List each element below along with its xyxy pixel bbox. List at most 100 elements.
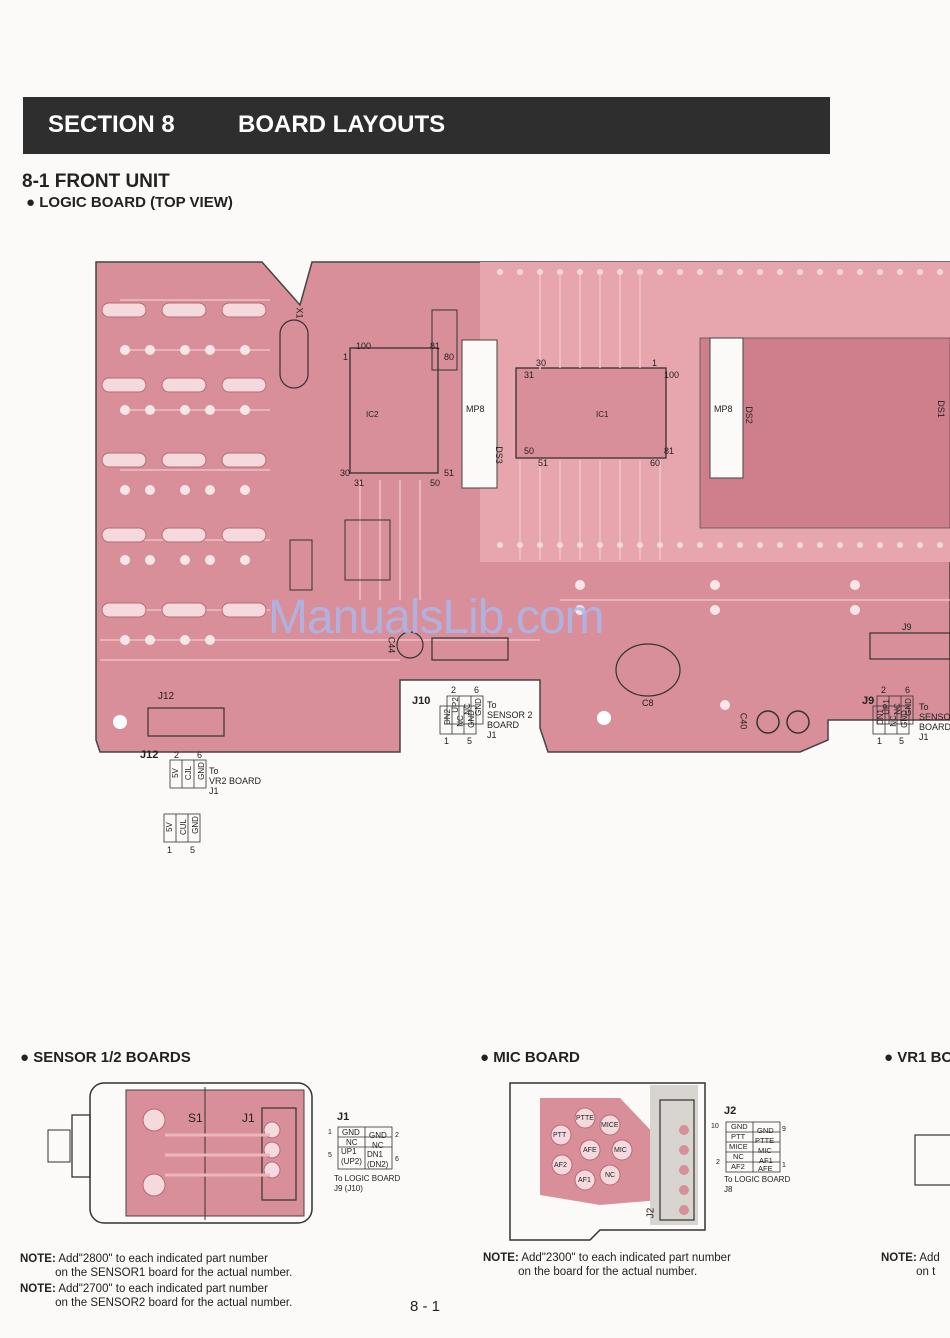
ref-ds3: DS3 (493, 446, 504, 464)
sensor-boards-title: ● SENSOR 1/2 BOARDS (20, 1049, 191, 1066)
j9-dest: ToSENSORBOARDJ1 (919, 702, 950, 742)
sensor-note-2: NOTE: Add"2700" to each indicated part n… (20, 1283, 293, 1309)
j10-pin: GND (466, 710, 476, 728)
pin-label: 100 (664, 370, 680, 380)
j9-num: 2 (881, 685, 887, 695)
mic-ref-j2: J2 (645, 1207, 657, 1219)
ref-ds2: DS2 (743, 406, 754, 424)
pin-label: 60 (650, 458, 661, 468)
mic-pad-label: AFE (583, 1147, 597, 1154)
j9-pin: NC (888, 715, 898, 727)
ic-chip (349, 347, 439, 474)
mic-j2-pin: GND (757, 1126, 774, 1135)
mic-pad-label: AF2 (554, 1162, 567, 1169)
j12-pin: GND (190, 816, 200, 834)
sensor-j1-pin: GND (342, 1128, 360, 1137)
mic-j2-pin: PTTE (755, 1136, 775, 1145)
vr1-note: NOTE: Add on t (881, 1252, 940, 1278)
pin-label: 30 (340, 468, 351, 478)
pin-label: 81 (430, 341, 441, 351)
pin-label: 50 (430, 478, 441, 488)
mic-j2-pin: AF1 (759, 1156, 773, 1165)
logic-board-title-text: LOGIC BOARD (TOP VIEW) (39, 194, 233, 211)
ref-c8: C8 (642, 698, 654, 708)
sensor-j1-num: 2 (395, 1132, 399, 1139)
watermark: ManualsLib.com (268, 591, 604, 644)
pin-label: 30 (536, 358, 547, 368)
mic-j2-num: 1 (782, 1162, 786, 1169)
mic-j2-pin: NC (733, 1152, 744, 1161)
mic-board-title: ● MIC BOARD (480, 1049, 580, 1066)
vr1-board-title: ● VR1 BO (884, 1049, 950, 1066)
ref-ds1: DS1 (935, 400, 946, 418)
ref-j9: J9 (902, 622, 912, 632)
ic-chip (515, 367, 667, 459)
mic-pad-label: NC (605, 1172, 616, 1179)
j10-pin: NC (455, 715, 465, 727)
pin-label: 1 (343, 352, 349, 362)
mic-pad-label: AF1 (578, 1177, 591, 1184)
sensor-j1-pin: NC (346, 1138, 358, 1147)
j12-num: 2 (174, 750, 180, 760)
ref-x1: X1 (294, 307, 305, 319)
j10-label: J10 (412, 695, 431, 707)
pin-label: 50 (524, 446, 535, 456)
pin-label: 51 (538, 458, 549, 468)
j12-num: 1 (167, 845, 173, 855)
ref-ic1: IC1 (596, 410, 609, 419)
pin-label: 1 (652, 358, 658, 368)
page-number: 8 - 1 (410, 1298, 441, 1315)
j10-num: 1 (444, 736, 450, 746)
j12-pin: CUL (179, 818, 189, 836)
j12-pin: 5V (164, 822, 174, 832)
j12-pin: CJL (184, 765, 194, 781)
j10-pin: DN2 (443, 708, 453, 726)
sensor-j1-pin: DN1 (DN2) (367, 1150, 389, 1169)
mic-pad-label: PTT (553, 1132, 567, 1139)
pin-label: 31 (524, 370, 535, 380)
mic-j2-pin: AF2 (731, 1162, 745, 1171)
mic-j2-num: 9 (782, 1126, 786, 1133)
j9-num: 1 (877, 736, 883, 746)
section-title: BOARD LAYOUTS (238, 111, 446, 138)
j10-num: 6 (474, 685, 480, 695)
sensor-j1-num: 6 (395, 1156, 399, 1163)
mic-j2-pin: MICE (729, 1142, 748, 1151)
pin-label: 100 (356, 341, 372, 351)
ref-mp8-a: MP8 (466, 404, 485, 414)
mic-j2-label: J2 (724, 1105, 737, 1117)
pin-label: 31 (354, 478, 365, 488)
j9-num: 5 (899, 736, 905, 746)
j12-pin: 5V (170, 768, 180, 778)
mic-pad-label: MIC (614, 1147, 627, 1154)
ref-j12: J12 (158, 691, 175, 702)
j10-num: 2 (451, 685, 457, 695)
mic-note: NOTE: Add"2300" to each indicated part n… (483, 1252, 731, 1278)
pin-label: 51 (444, 468, 455, 478)
mic-j2-pin: PTT (731, 1132, 746, 1141)
sensor-j1-pin: UP1 (UP2) (341, 1147, 362, 1166)
logic-board-title: ● LOGIC BOARD (TOP VIEW) (26, 194, 233, 211)
j12-num: 6 (197, 750, 203, 760)
mic-pad-label: MICE (601, 1122, 619, 1129)
ref-mp8-b: MP8 (714, 404, 733, 414)
sensor-j1-pin: GND (369, 1131, 387, 1140)
ref-c40: C40 (738, 712, 749, 730)
sensor-j1-num: 1 (328, 1129, 332, 1136)
subsection-title: 8-1 FRONT UNIT (22, 171, 170, 192)
j9-pin: DN1 (876, 708, 886, 726)
ref-s1: S1 (188, 1111, 203, 1125)
ref-j1: J1 (242, 1111, 255, 1125)
mic-j2-pin: MIC (758, 1146, 772, 1155)
mic-pad-label: PTTE (576, 1115, 594, 1122)
j12-num: 5 (190, 845, 196, 855)
j12-label: J12 (140, 749, 159, 761)
j9-label: J9 (862, 695, 875, 707)
sensor-j1-num: 5 (328, 1152, 332, 1159)
mic-j2-num: 10 (711, 1123, 719, 1130)
